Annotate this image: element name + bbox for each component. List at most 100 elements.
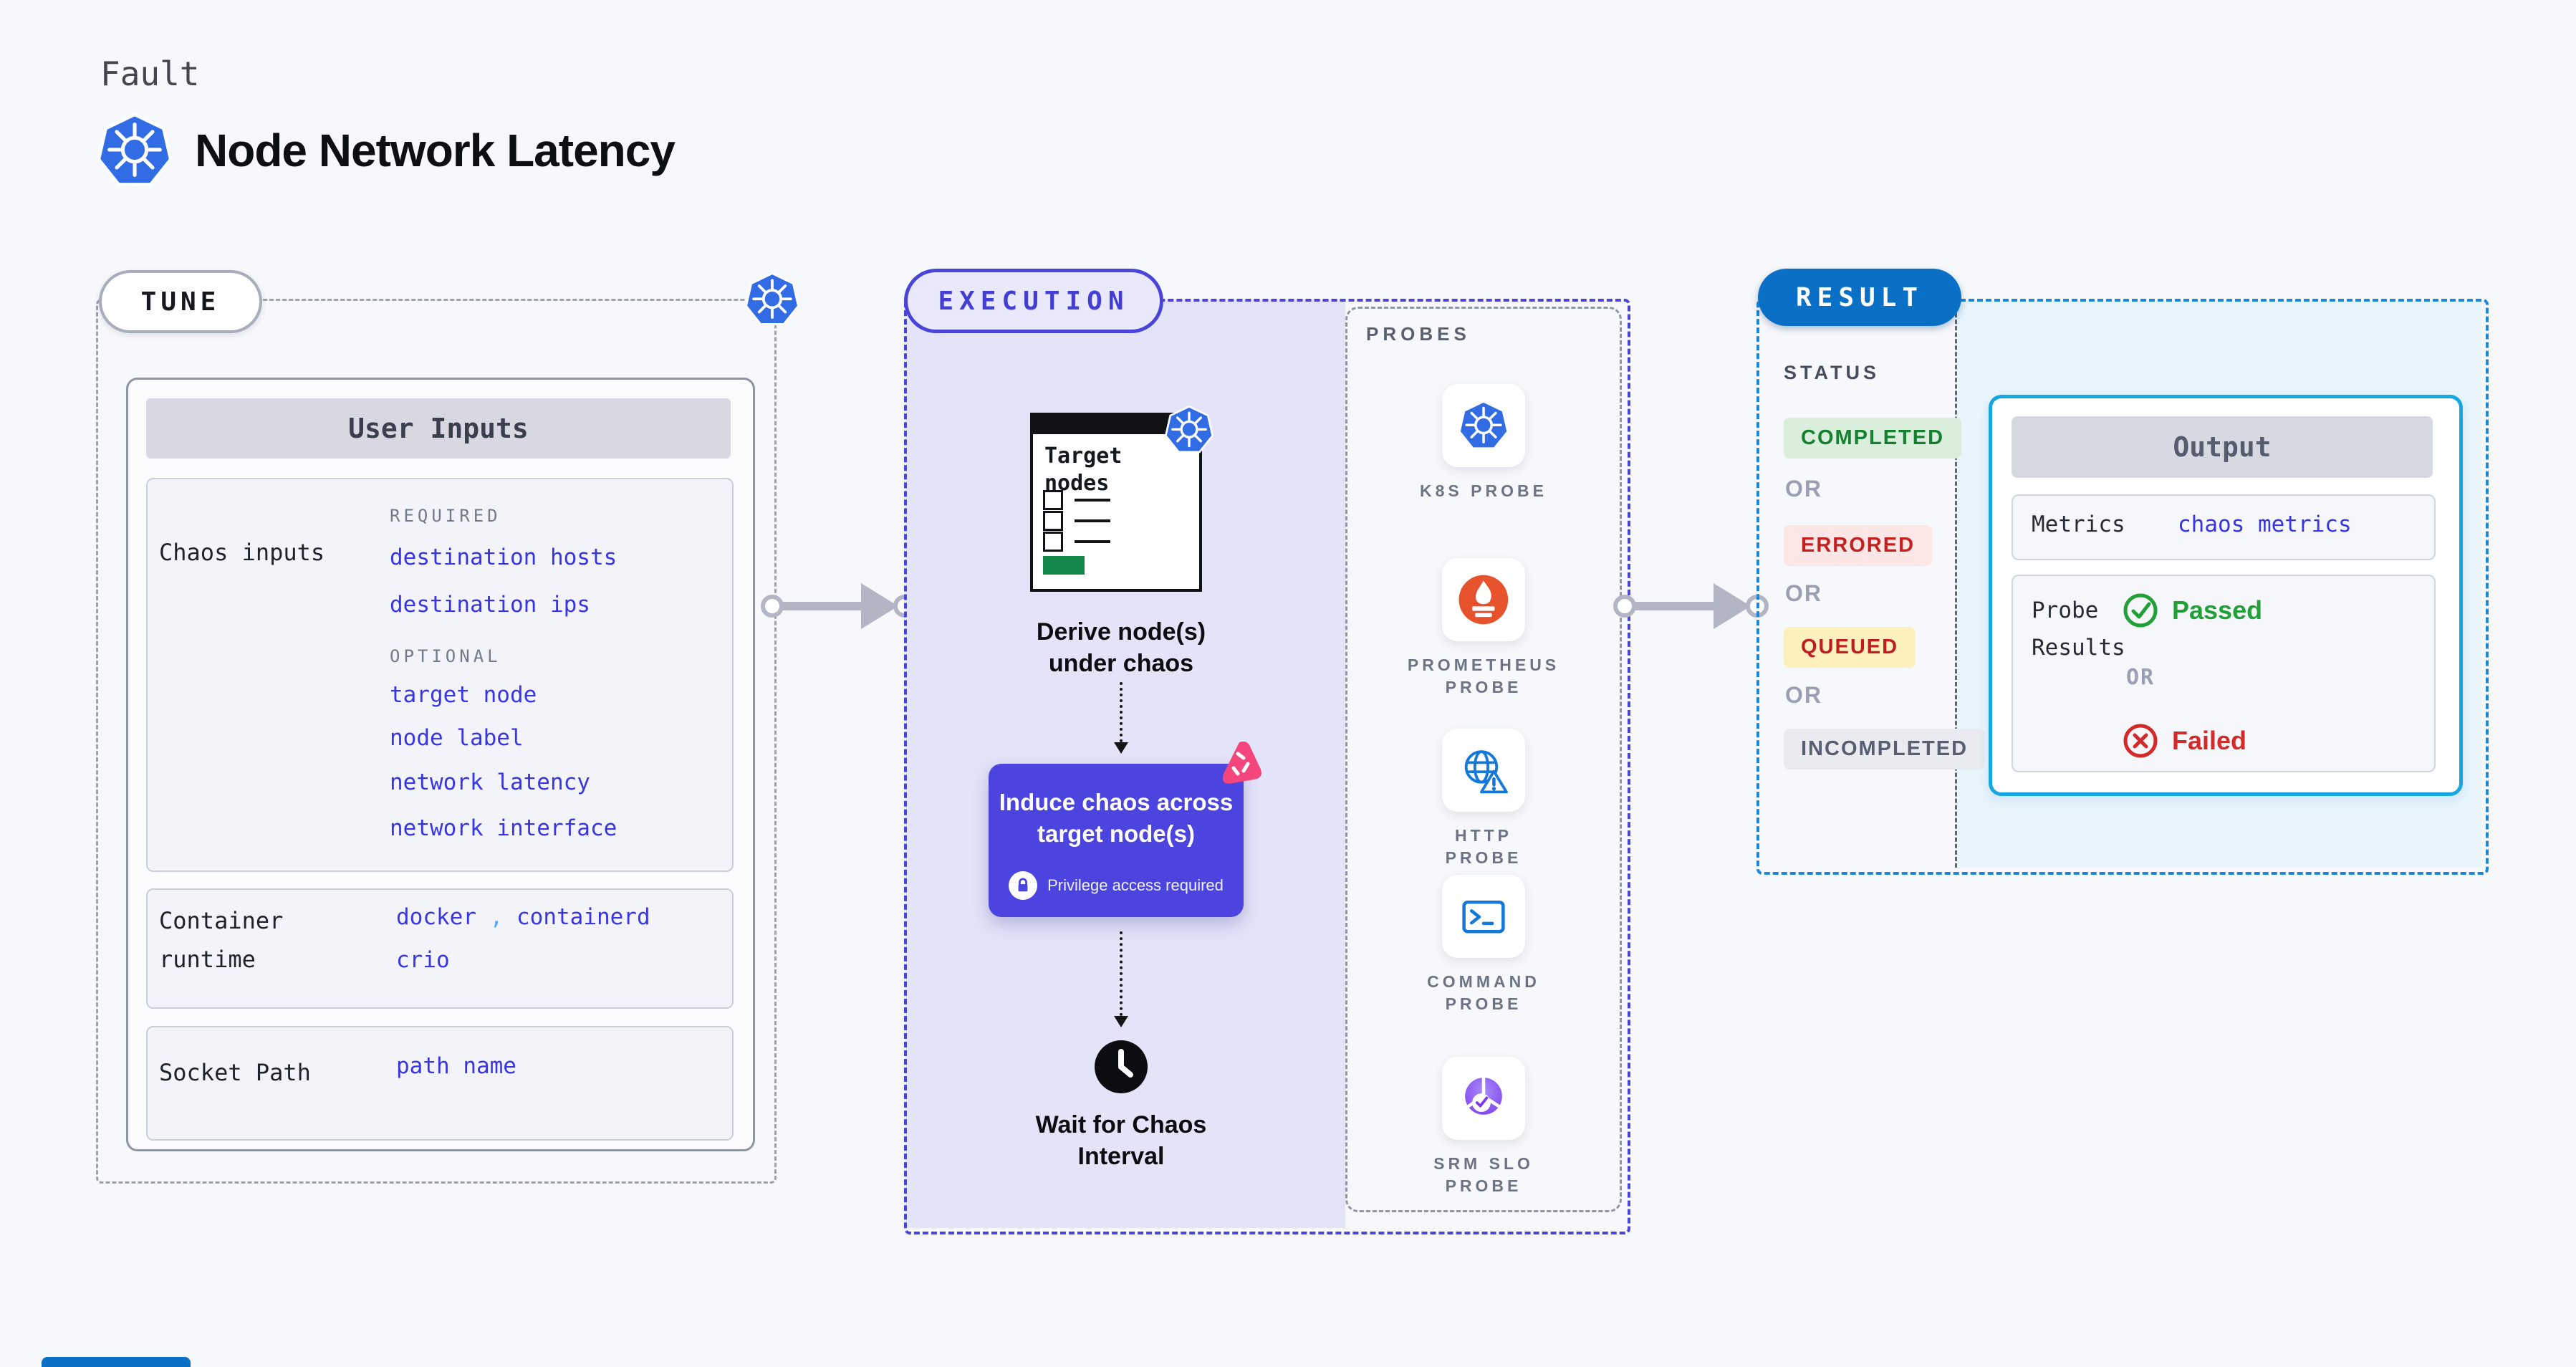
wait-line2: Interval bbox=[1077, 1143, 1165, 1170]
runtime-separator: , bbox=[489, 904, 504, 930]
induce-line1: Induce chaos across bbox=[999, 789, 1234, 815]
or-separator: OR bbox=[1785, 682, 1822, 708]
or-separator: OR bbox=[1785, 476, 1822, 502]
lock-icon bbox=[1009, 871, 1038, 900]
output-title: Output bbox=[2173, 431, 2272, 463]
probe-results-label: Probe Results bbox=[2032, 598, 2125, 661]
link-chaos-metrics[interactable]: chaos metrics bbox=[2178, 512, 2352, 537]
container-runtime-label: Container runtime bbox=[159, 907, 284, 973]
node-checkbox-row bbox=[1043, 532, 1110, 552]
link-destination-ips[interactable]: destination ips bbox=[390, 592, 590, 618]
target-nodes-title: Target nodes bbox=[1044, 443, 1199, 497]
link-network-interface[interactable]: network interface bbox=[390, 815, 617, 841]
container-runtime-row bbox=[146, 888, 734, 1009]
probe-label: COMMAND PROBE bbox=[1427, 972, 1540, 1013]
litmus-icon bbox=[1223, 742, 1261, 784]
dotted-connector bbox=[1120, 682, 1123, 742]
kubernetes-icon bbox=[97, 113, 172, 188]
or-separator: OR bbox=[1785, 580, 1822, 606]
link-node-label[interactable]: node label bbox=[390, 725, 524, 751]
bottom-cropped-pill bbox=[42, 1357, 191, 1367]
link-destination-hosts[interactable]: destination hosts bbox=[390, 545, 617, 570]
target-nodes-line1: Target bbox=[1044, 443, 1123, 469]
result-pill-label: RESULT bbox=[1795, 282, 1924, 312]
execution-pill-label: EXECUTION bbox=[938, 286, 1130, 316]
link-target-node[interactable]: target node bbox=[390, 682, 537, 708]
induce-line2: target node(s) bbox=[1037, 820, 1195, 847]
execution-pill: EXECUTION bbox=[904, 269, 1163, 333]
probes-label: PROBES bbox=[1366, 323, 1471, 345]
clock-icon bbox=[1095, 1040, 1148, 1093]
probes-panel: PROBES K8S PROBE PROMETHEUS PROBE bbox=[1345, 307, 1622, 1212]
metrics-label: Metrics bbox=[2032, 512, 2125, 537]
arrow-down-icon bbox=[1114, 1016, 1128, 1027]
probe-item-command: COMMAND PROBE bbox=[1416, 875, 1552, 1015]
fault-kicker: Fault bbox=[100, 54, 200, 93]
arrow-down-icon bbox=[1114, 742, 1128, 754]
optional-label: OPTIONAL bbox=[390, 646, 501, 666]
derive-caption: Derive node(s) under chaos bbox=[1006, 616, 1236, 679]
derive-line1: Derive node(s) bbox=[1036, 618, 1206, 646]
failed-indicator: Failed bbox=[2122, 722, 2246, 759]
x-circle-icon bbox=[2123, 724, 2158, 758]
chaos-inputs-row bbox=[146, 478, 734, 872]
link-crio[interactable]: crio bbox=[396, 947, 450, 973]
link-containerd[interactable]: containerd bbox=[516, 904, 650, 930]
globe-warning-icon bbox=[1442, 729, 1525, 812]
check-circle-icon bbox=[2123, 593, 2158, 628]
container-runtime-values: docker , containerd bbox=[396, 904, 650, 930]
arrow-probes-to-result bbox=[1613, 583, 1769, 629]
result-section bbox=[1756, 299, 2489, 875]
status-badge-incompleted: INCOMPLETED bbox=[1784, 729, 1986, 769]
probe-item-prometheus: PROMETHEUS PROBE bbox=[1408, 558, 1559, 699]
dotted-connector bbox=[1120, 931, 1123, 1016]
status-badge-completed: COMPLETED bbox=[1784, 418, 1962, 459]
page-title: Node Network Latency bbox=[195, 125, 676, 176]
kubernetes-icon bbox=[1165, 406, 1213, 454]
induce-chaos-title: Induce chaos across target node(s) bbox=[989, 787, 1244, 850]
prometheus-icon bbox=[1441, 558, 1525, 641]
or-separator: OR bbox=[2126, 665, 2156, 690]
wait-line1: Wait for Chaos bbox=[1035, 1111, 1207, 1138]
privilege-badge-text: Privilege access required bbox=[1047, 876, 1224, 894]
kubernetes-icon bbox=[1442, 384, 1525, 467]
node-checkbox-row bbox=[1043, 490, 1110, 510]
socket-path-label: Socket Path bbox=[159, 1059, 311, 1086]
socket-path-row bbox=[146, 1026, 734, 1141]
passed-indicator: Passed bbox=[2122, 592, 2262, 629]
probe-label: HTTP PROBE bbox=[1445, 826, 1522, 867]
link-path-name[interactable]: path name bbox=[396, 1053, 516, 1079]
pie-check-icon bbox=[1442, 1057, 1525, 1140]
tune-pill: TUNE bbox=[99, 270, 262, 333]
kubernetes-icon bbox=[745, 272, 799, 327]
chaos-inputs-label: Chaos inputs bbox=[159, 539, 325, 566]
green-bar bbox=[1043, 556, 1085, 575]
probe-label: PROMETHEUS PROBE bbox=[1407, 656, 1560, 696]
user-inputs-header: User Inputs bbox=[146, 398, 731, 459]
probe-item-http: HTTP PROBE bbox=[1416, 729, 1552, 869]
failed-text: Failed bbox=[2172, 726, 2247, 755]
arrow-tune-to-execution bbox=[761, 583, 916, 629]
derive-line2: under chaos bbox=[1048, 650, 1194, 677]
result-pill: RESULT bbox=[1758, 269, 1961, 326]
output-header: Output bbox=[2012, 416, 2433, 478]
tune-section bbox=[96, 299, 777, 1184]
status-label: STATUS bbox=[1784, 362, 1880, 383]
status-badge-errored: ERRORED bbox=[1784, 525, 1933, 566]
result-divider bbox=[1955, 300, 1957, 868]
terminal-icon bbox=[1442, 875, 1525, 958]
probe-label: SRM SLO PROBE bbox=[1433, 1154, 1534, 1195]
probe-item-k8s: K8S PROBE bbox=[1420, 384, 1547, 502]
user-inputs-title: User Inputs bbox=[348, 413, 529, 444]
node-checkbox-row bbox=[1043, 511, 1110, 531]
tune-pill-label: TUNE bbox=[140, 287, 221, 317]
required-label: REQUIRED bbox=[390, 506, 501, 526]
probe-item-srm-slo: SRM SLO PROBE bbox=[1416, 1057, 1552, 1197]
link-docker[interactable]: docker bbox=[396, 904, 476, 930]
induce-chaos-box: Induce chaos across target node(s) Privi… bbox=[989, 764, 1244, 917]
execution-section bbox=[904, 299, 1630, 1234]
probe-results-row bbox=[2012, 575, 2436, 772]
link-network-latency[interactable]: network latency bbox=[390, 769, 590, 795]
passed-text: Passed bbox=[2172, 595, 2263, 625]
status-badge-queued: QUEUED bbox=[1784, 627, 1916, 668]
